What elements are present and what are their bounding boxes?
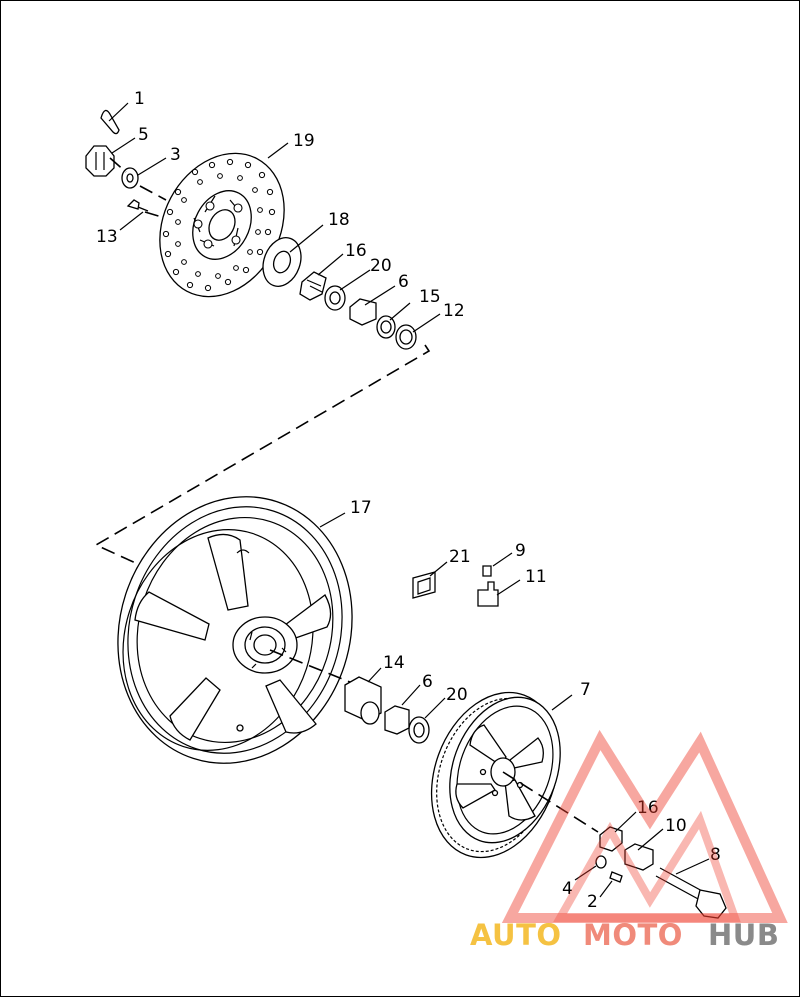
callout-20-top: 20 [370, 256, 392, 276]
callout-4: 4 [562, 879, 573, 899]
watermark-auto: AUTO [470, 918, 562, 952]
callout-3: 3 [170, 145, 181, 165]
callout-17: 17 [350, 498, 372, 518]
watermark-logo [501, 729, 788, 923]
pulley-hardware [595, 826, 727, 919]
callout-16-top: 16 [345, 241, 367, 261]
callout-20-bottom: 20 [446, 685, 468, 705]
callout-8: 8 [710, 845, 721, 865]
rear-pulley [430, 691, 599, 859]
callout-15: 15 [419, 287, 441, 307]
callout-12: 12 [443, 301, 465, 321]
callout-18: 18 [328, 210, 350, 230]
callout-16-bottom: 16 [637, 798, 659, 818]
callout-13: 13 [96, 227, 118, 247]
callout-10: 10 [665, 816, 687, 836]
watermark-hub: HUB [708, 918, 779, 952]
callout-1: 1 [134, 89, 145, 109]
brake-disc-assembly [85, 109, 417, 350]
callout-14: 14 [383, 653, 405, 673]
callout-7: 7 [580, 680, 591, 700]
axle-centerline [94, 344, 431, 566]
callout-11: 11 [525, 567, 547, 587]
valve-parts [412, 565, 499, 607]
watermark-text: AUTO MOTO HUB [470, 918, 779, 952]
callout-6-top: 6 [398, 272, 409, 292]
callout-6-bottom: 6 [422, 672, 433, 692]
callout-5: 5 [138, 125, 149, 145]
callout-21: 21 [449, 547, 471, 567]
disc-bolt [126, 199, 149, 212]
callout-9: 9 [515, 541, 526, 561]
wheel-spacer-stack [344, 676, 430, 744]
rear-wheel [117, 496, 371, 764]
callout-labels: 1 5 3 13 19 18 16 20 6 15 12 17 21 9 11 … [96, 89, 721, 912]
callout-2: 2 [587, 892, 598, 912]
callout-19: 19 [293, 131, 315, 151]
leader-lines [108, 102, 710, 898]
watermark-moto: MOTO [583, 918, 683, 952]
cotter-pin [100, 109, 120, 135]
castle-nut [85, 145, 115, 177]
brake-disc [159, 152, 285, 298]
bearing-stack-left [299, 271, 417, 350]
